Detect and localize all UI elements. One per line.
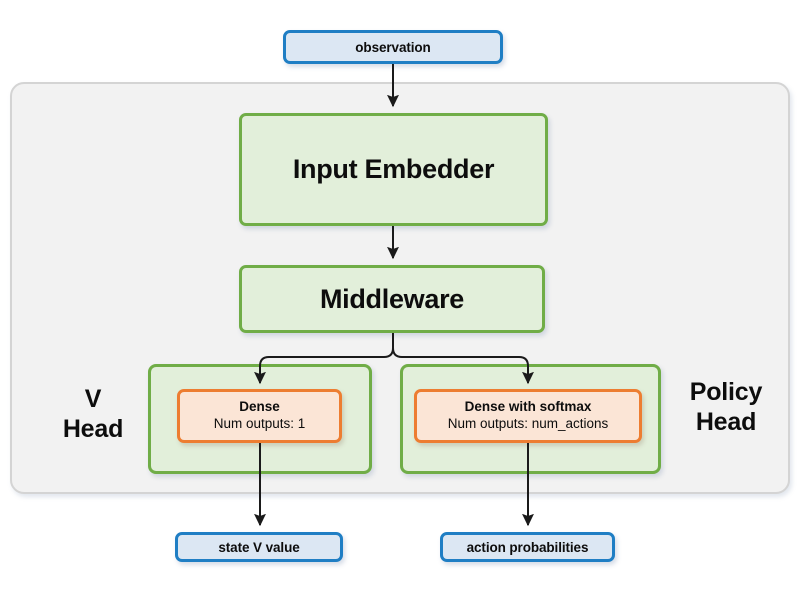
node-dense-with-softmax[interactable]: Dense with softmax Num outputs: num_acti…: [414, 389, 642, 443]
label-v-head-line2: Head: [62, 414, 124, 443]
node-action-probabilities-label: action probabilities: [466, 539, 589, 555]
label-v-head: V Head: [46, 385, 140, 444]
node-middleware-label: Middleware: [319, 283, 465, 314]
node-state-v-value[interactable]: state V value: [175, 532, 343, 562]
node-dense-subtitle: Num outputs: 1: [213, 416, 306, 431]
node-input-embedder[interactable]: Input Embedder: [239, 113, 548, 226]
label-policy-head-line2: Head: [695, 407, 757, 436]
node-middleware[interactable]: Middleware: [239, 265, 545, 333]
node-dense-with-softmax-subtitle: Num outputs: num_actions: [447, 416, 609, 431]
node-action-probabilities[interactable]: action probabilities: [440, 532, 615, 562]
node-input-embedder-label: Input Embedder: [292, 154, 495, 184]
label-policy-head: Policy Head: [666, 378, 786, 437]
label-policy-head-line1: Policy: [689, 378, 763, 406]
node-state-v-value-label: state V value: [218, 539, 300, 555]
label-v-head-line1: V: [84, 385, 102, 413]
node-dense[interactable]: Dense Num outputs: 1: [177, 389, 342, 443]
node-dense-with-softmax-title: Dense with softmax: [464, 399, 592, 415]
node-dense-title: Dense: [239, 399, 280, 415]
node-observation-label: observation: [355, 39, 431, 55]
node-observation[interactable]: observation: [283, 30, 503, 64]
